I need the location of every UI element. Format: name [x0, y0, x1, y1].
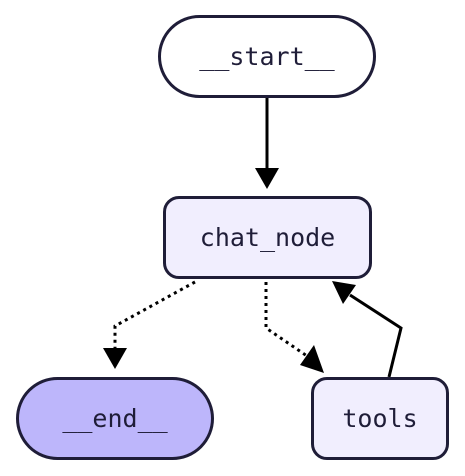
edge-chat-node-to-tools	[264, 282, 308, 358]
arrowhead-tools-to-chat-node	[332, 281, 356, 304]
arrowhead-chat-node-to-tools	[300, 345, 324, 373]
node-start-label: __start__	[199, 42, 335, 71]
edge-chat-node-to-end	[113, 280, 196, 348]
node-start[interactable]: __start__	[158, 15, 376, 98]
edge-tools-to-chat-node	[349, 293, 403, 378]
node-end[interactable]: __end__	[16, 377, 214, 460]
node-end-label: __end__	[62, 404, 168, 433]
node-chat-node-label: chat_node	[199, 223, 336, 252]
arrowhead-chat-node-to-end	[103, 348, 127, 369]
node-tools[interactable]: tools	[311, 377, 449, 460]
node-tools-label: tools	[342, 404, 418, 433]
node-chat-node[interactable]: chat_node	[163, 196, 372, 279]
arrowhead-start-to-chat-node	[255, 168, 279, 189]
